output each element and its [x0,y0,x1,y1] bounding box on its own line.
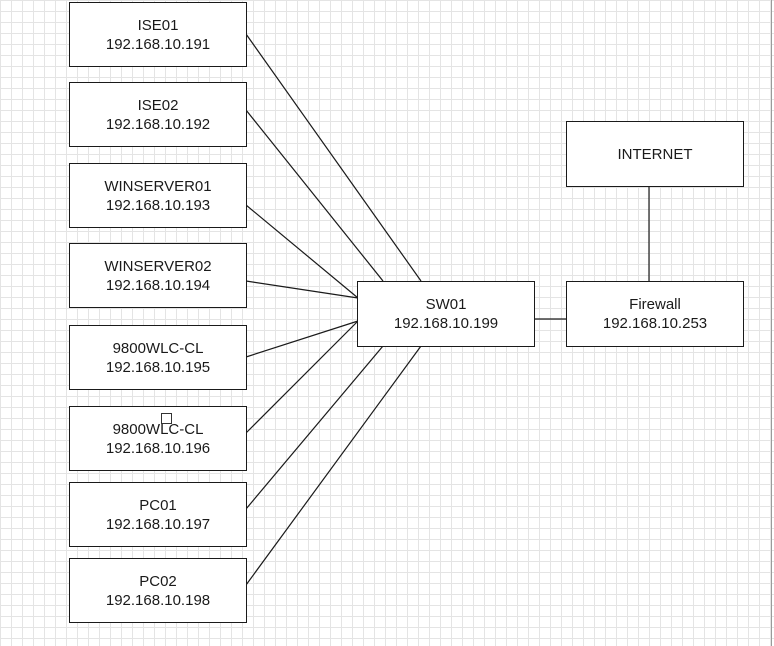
node-name: ISE02 [137,96,179,114]
link-wlc2-sw01[interactable] [245,320,359,434]
node-name: ISE01 [137,16,179,34]
node-name: PC01 [139,496,177,514]
node-ip: 192.168.10.195 [105,358,211,376]
node-ip: 192.168.10.191 [105,35,211,53]
link-winserver01-sw01[interactable] [245,204,359,299]
node-ip: 192.168.10.196 [105,439,211,457]
link-ise02-sw01[interactable] [245,109,384,282]
node-name: Firewall [629,296,681,313]
node-pc01[interactable]: PC01 192.168.10.197 [69,482,247,547]
node-ip: 192.168.10.253 [602,315,708,332]
node-name: WINSERVER02 [104,257,212,275]
node-ise01[interactable]: ISE01 192.168.10.191 [69,2,247,67]
canvas-edge [771,0,772,646]
node-ise02[interactable]: ISE02 192.168.10.192 [69,82,247,147]
node-9800wlc-cl-1[interactable]: 9800WLC-CL 192.168.10.195 [69,325,247,390]
link-pc01-sw01[interactable] [245,345,384,510]
node-name: PC02 [139,572,177,590]
node-9800wlc-cl-2[interactable]: 9800WLC-CL 192.168.10.196 [69,406,247,471]
node-ip: 192.168.10.194 [105,276,211,294]
node-name: INTERNET [617,145,693,163]
node-ip: 192.168.10.199 [393,315,499,332]
node-sw01[interactable]: SW01 192.168.10.199 [357,281,535,347]
node-pc02[interactable]: PC02 192.168.10.198 [69,558,247,623]
node-ip: 192.168.10.198 [105,591,211,609]
node-ip: 192.168.10.197 [105,515,211,533]
link-wlc1-sw01[interactable] [245,320,359,358]
node-name: 9800WLC-CL [112,339,204,357]
node-name: 9800WLC-CL [112,420,204,438]
node-winserver02[interactable]: WINSERVER02 192.168.10.194 [69,243,247,308]
selection-handle-icon[interactable] [161,413,172,424]
node-ip: 192.168.10.192 [105,115,211,133]
node-winserver01[interactable]: WINSERVER01 192.168.10.193 [69,163,247,228]
link-winserver02-sw01[interactable] [245,280,359,299]
link-pc02-sw01[interactable] [245,345,422,586]
node-name: WINSERVER01 [104,177,212,195]
node-name: SW01 [425,296,467,313]
link-ise01-sw01[interactable] [245,33,422,282]
node-firewall[interactable]: Firewall 192.168.10.253 [566,281,744,347]
node-internet[interactable]: INTERNET [566,121,744,187]
node-ip: 192.168.10.193 [105,196,211,214]
